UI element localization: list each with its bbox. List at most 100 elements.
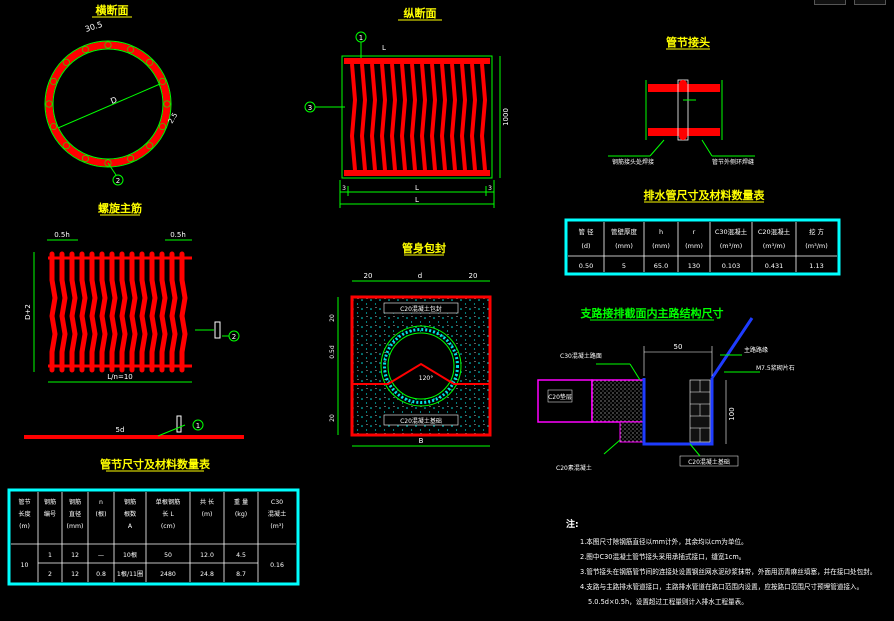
dim-top-3: 20 bbox=[469, 272, 478, 280]
label-left: 钢筋接头处焊接 bbox=[612, 158, 654, 166]
long-bar bbox=[349, 63, 358, 171]
rebar-dot bbox=[62, 142, 70, 150]
label-left: C20垫层 bbox=[548, 393, 572, 401]
foundation-line bbox=[352, 362, 490, 385]
material-header-cell: (kg) bbox=[235, 511, 247, 518]
material-header-cell: (m) bbox=[202, 511, 213, 518]
note-5: 5.0.5d×0.5h，设置超过工程量则计入排水工程量表。 bbox=[588, 597, 748, 606]
note-1: 1.本图尺寸除钢筋直径以mm计外，其余均以cm为单位。 bbox=[580, 537, 748, 546]
dim-top-1: 20 bbox=[364, 272, 373, 280]
flat-bar-label: 5d bbox=[116, 426, 125, 434]
dim-left-1: 20 bbox=[329, 314, 336, 322]
road-section-title: 支路接排截面内主路结构尺寸 bbox=[580, 306, 724, 320]
material-header-cell: 混凝土 bbox=[268, 510, 287, 518]
rebar-dot bbox=[159, 77, 167, 85]
channel-outline bbox=[642, 378, 714, 446]
material-cell: 50 bbox=[164, 552, 172, 559]
material-header-cell: 直径 bbox=[69, 510, 81, 518]
dim-right: 1000 bbox=[502, 108, 510, 126]
label-slope: M7.5浆砌片石 bbox=[756, 364, 795, 372]
spec-header-cell: (mm) bbox=[652, 242, 670, 250]
longitudinal-bars bbox=[349, 63, 488, 171]
long-bar bbox=[419, 63, 428, 171]
material-cell: 10根 bbox=[123, 551, 137, 559]
joint-title: 管节接头 bbox=[666, 35, 710, 49]
material-cell: 24.8 bbox=[200, 571, 214, 578]
spec-header-cell: 管 径 bbox=[578, 227, 594, 236]
dim-bottom: L/n=10 bbox=[107, 373, 132, 381]
material-merged-concrete: 0.16 bbox=[270, 562, 284, 569]
rebar-dot bbox=[146, 58, 154, 66]
callout-1: 1 bbox=[196, 422, 200, 430]
spiral-rib-title: 螺旋主筋 bbox=[98, 201, 142, 215]
material-header-cell: C30 bbox=[271, 499, 283, 506]
spiral-bar bbox=[159, 251, 168, 373]
label-top: C20混凝土包封 bbox=[400, 305, 442, 313]
dim-bottom-part-1: 3 bbox=[342, 185, 346, 192]
notes: 注: 1.本图尺寸除钢筋直径以mm计外，其余均以cm为单位。 2.图中C30混凝… bbox=[566, 518, 876, 606]
rebar-dot bbox=[127, 155, 135, 163]
spiral-bar bbox=[99, 251, 108, 373]
spec-header-cell: (mm) bbox=[685, 242, 703, 250]
rebar-dot bbox=[104, 41, 112, 49]
material-header-cell: 钢筋 bbox=[124, 498, 136, 506]
long-bar bbox=[479, 63, 488, 171]
rebar-dots bbox=[45, 41, 171, 167]
spec-table-title: 排水管尺寸及材料数量表 bbox=[644, 188, 766, 202]
material-cell: 4.5 bbox=[236, 552, 246, 559]
cross-section-title: 横断面 bbox=[96, 3, 129, 17]
spec-header-cell: C30混凝土 bbox=[715, 227, 748, 236]
material-header-cell: (cm) bbox=[161, 523, 175, 530]
dim-left-top: 0.5h bbox=[54, 231, 70, 239]
callout-left: 3 bbox=[308, 104, 312, 112]
material-header-cell: 重 量 bbox=[234, 498, 248, 506]
material-cell: — bbox=[98, 552, 104, 559]
window-control[interactable] bbox=[854, 0, 886, 5]
long-bar bbox=[469, 63, 478, 171]
material-cell: 1根/11圈 bbox=[117, 570, 143, 578]
material-header-cell: 共 长 bbox=[200, 498, 214, 506]
spec-cell: 0.431 bbox=[765, 262, 784, 270]
dim-bottom-part-3: 3 bbox=[488, 185, 492, 192]
dim-top-2: d bbox=[418, 272, 422, 280]
spec-header-cell: r bbox=[693, 228, 696, 236]
window-control[interactable] bbox=[814, 0, 846, 5]
material-cell: 12 bbox=[71, 552, 79, 559]
spiral-bar bbox=[69, 251, 78, 373]
spiral-bar bbox=[59, 251, 68, 373]
dim-left-3: 20 bbox=[329, 414, 336, 422]
callout-2: 2 bbox=[116, 177, 120, 185]
dim-bottom: B bbox=[419, 437, 424, 445]
material-header-cell: 长 L bbox=[162, 510, 174, 518]
rebar-dot bbox=[159, 123, 167, 131]
material-header-cell: A bbox=[128, 523, 133, 530]
spec-header-cell: C20混凝土 bbox=[758, 227, 791, 236]
spiral-bar bbox=[119, 251, 128, 373]
joint-view: 管节接头 钢筋接头处焊接 管节外侧环焊缝 bbox=[608, 35, 755, 166]
dim-top: 30.5 bbox=[84, 20, 104, 34]
long-bar bbox=[379, 63, 388, 171]
long-bar bbox=[389, 63, 398, 171]
material-header-cell: 长度 bbox=[18, 510, 30, 518]
spec-table: 排水管尺寸及材料数量表 管 径(d)管壁厚度(mm)h(mm)r(mm)C30混… bbox=[564, 188, 841, 276]
spec-cell: 65.0 bbox=[654, 262, 668, 270]
material-header-cell: (m) bbox=[19, 523, 30, 530]
label-right: 管节外侧环焊缝 bbox=[712, 158, 754, 166]
material-cell: 12 bbox=[71, 571, 79, 578]
spec-header-cell: (m³/m) bbox=[763, 242, 786, 250]
road-section-view: 支路接排截面内主路结构尺寸 C20垫层 50 100 C30混凝土路面 主路路缘… bbox=[537, 306, 795, 472]
long-bar bbox=[359, 63, 368, 171]
material-cell: 12.0 bbox=[200, 552, 214, 559]
spec-header-cell: 管壁厚度 bbox=[611, 227, 638, 236]
spec-cell: 0.50 bbox=[579, 262, 593, 270]
spec-header-cell: (d) bbox=[581, 242, 590, 250]
spiral-bar bbox=[129, 251, 138, 373]
rebar-dot bbox=[163, 100, 171, 108]
spiral-bar bbox=[79, 251, 88, 373]
label-curb: 主路路缘 bbox=[744, 346, 768, 354]
rebar-dot bbox=[127, 45, 135, 53]
label-pavement: C30混凝土路面 bbox=[560, 352, 602, 360]
note-4: 4.支路与主路排水管道接口，主路排水管道在路口范围内设置，应按路口范围尺寸预埋管… bbox=[580, 582, 863, 591]
material-header-cell: 单根钢筋 bbox=[156, 498, 181, 506]
